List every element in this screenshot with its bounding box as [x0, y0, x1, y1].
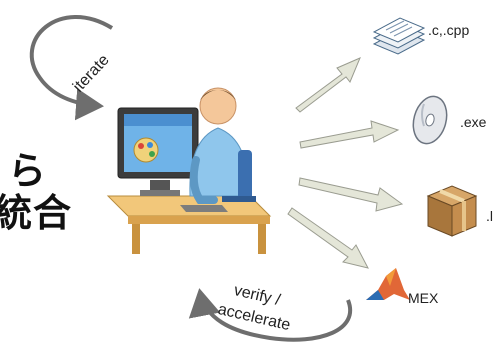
output-label-package: .l — [486, 208, 493, 224]
output-label-mex: MEX — [408, 290, 439, 306]
developer-workstation-icon — [106, 87, 272, 254]
iterate-loop-arrow — [29, 15, 114, 121]
fat-arrow-to-package — [298, 177, 404, 212]
left-text-line-2: 統合 — [0, 191, 73, 235]
matlab-logo-icon — [366, 268, 410, 300]
left-text-line-1: ら — [8, 149, 48, 193]
fat-arrow-to-exe — [299, 120, 400, 149]
fat-arrow-to-mex — [287, 207, 369, 269]
output-label-exe: .exe — [460, 114, 487, 130]
package-box-icon — [426, 185, 478, 237]
fat-arrow-to-c — [295, 57, 361, 113]
output-label-c: .c,.cpp — [428, 22, 470, 38]
disc-icon — [412, 95, 448, 145]
document-stack-icon — [372, 17, 426, 55]
verify-loop-arrow — [188, 288, 352, 342]
